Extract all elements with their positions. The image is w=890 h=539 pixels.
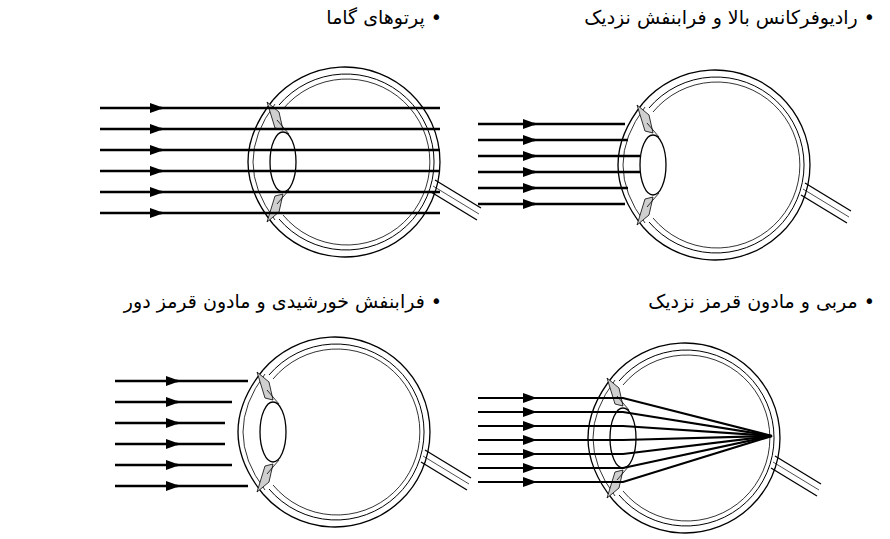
- band-label: • پرتوهای گاما: [323, 6, 445, 30]
- band-label: • رادیوفرکانس بالا و فرابنفش نزدیک: [581, 6, 878, 30]
- band-label: • فرابنفش خورشیدی و مادون قرمز دور: [121, 290, 445, 314]
- band-label: • مربی و مادون قرمز نزدیک: [645, 290, 878, 314]
